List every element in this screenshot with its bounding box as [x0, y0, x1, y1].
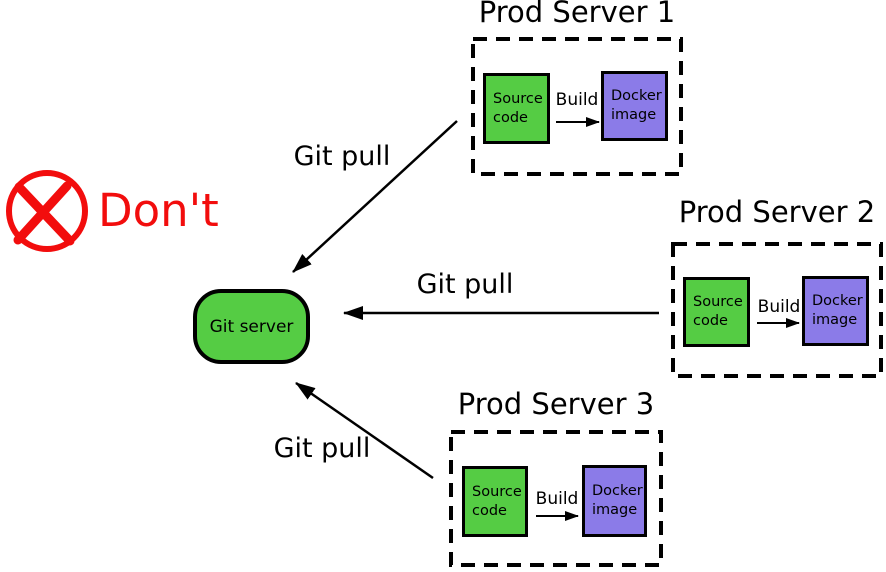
source-code-label-1: Source code [493, 90, 543, 126]
git-pull-label-2: Git pull [416, 269, 514, 300]
dont-annotation: Don't [4, 168, 219, 254]
build-label-1: Build [555, 90, 599, 110]
git-server-label: Git server [209, 316, 294, 337]
git-pull-arrow-1 [292, 120, 458, 273]
source-code-label-2: Source code [693, 294, 743, 329]
docker-image-label-1: Docker image [611, 88, 662, 123]
git-server-node: Git server [193, 289, 310, 364]
prod-server-3-boundary [449, 430, 663, 567]
prod-server-2-boundary [671, 242, 883, 378]
docker-image-node-2: Docker image [802, 276, 869, 346]
prod-server-3-title: Prod Server 3 [457, 387, 655, 421]
docker-image-node-3: Docker image [582, 465, 647, 537]
source-code-node-2: Source code [683, 277, 750, 347]
docker-image-label-2: Docker image [812, 293, 863, 328]
source-code-node-1: Source code [483, 73, 550, 144]
git-pull-label-1: Git pull [293, 141, 391, 172]
dont-label: Don't [98, 184, 219, 237]
git-pull-label-3: Git pull [273, 433, 371, 464]
prod-server-1-boundary [471, 37, 683, 176]
build-label-3: Build [535, 489, 579, 509]
circled-x-icon [6, 170, 88, 252]
git-pull-arrow-3 [295, 381, 434, 480]
source-code-label-3: Source code [472, 483, 522, 519]
docker-image-label-3: Docker image [592, 483, 643, 518]
prod-server-1-title: Prod Server 1 [478, 0, 676, 29]
build-label-2: Build [757, 297, 801, 317]
prod-server-2-title: Prod Server 2 [678, 195, 876, 229]
source-code-node-3: Source code [462, 466, 528, 537]
docker-image-node-1: Docker image [601, 71, 668, 141]
